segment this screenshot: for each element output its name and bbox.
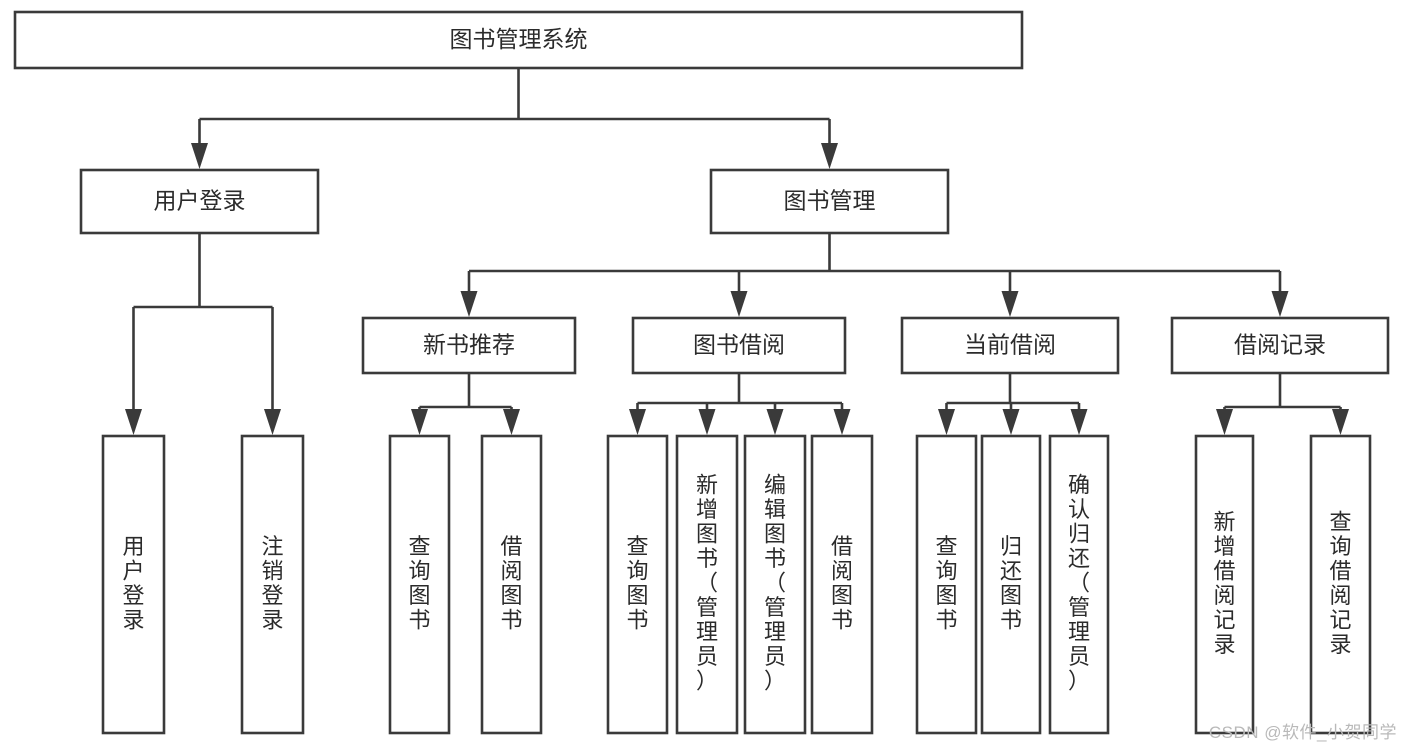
node-box[interactable] <box>631 316 847 375</box>
node-label: 编辑图书（管理员） <box>764 472 786 693</box>
node-label: 借阅图书 <box>831 534 853 633</box>
connector-layer <box>125 68 1349 435</box>
arrowhead-icon <box>503 409 520 435</box>
watermark-label: CSDN @软件_小贺同学 <box>1208 723 1397 742</box>
node-label: 新书推荐 <box>423 332 515 358</box>
arrowhead-icon <box>1216 409 1233 435</box>
node-book-manage[interactable]: 图书管理 <box>709 168 950 235</box>
arrowhead-icon <box>1271 291 1289 317</box>
node-box[interactable] <box>810 434 874 735</box>
node-new-book-recommend[interactable]: 新书推荐 <box>361 316 577 375</box>
node-layer: 图书管理系统用户登录图书管理新书推荐图书借阅当前借阅借阅记录用户登录注销登录查询… <box>13 10 1390 735</box>
node-leaf-query-record[interactable]: 查询借阅记录 <box>1309 434 1372 735</box>
arrowhead-icon <box>1332 409 1349 435</box>
node-label: 确认归还（管理员） <box>1068 472 1090 693</box>
node-label: 图书管理系统 <box>450 26 588 52</box>
arrowhead-icon <box>1002 409 1020 435</box>
node-box[interactable] <box>675 434 739 735</box>
arrowhead-icon <box>766 409 784 435</box>
arrowhead-icon <box>264 409 281 435</box>
node-box[interactable] <box>980 434 1042 735</box>
node-label: 查询借阅记录 <box>1329 509 1351 657</box>
arrowhead-icon <box>938 409 955 435</box>
arrowhead-icon <box>629 409 646 435</box>
node-box[interactable] <box>79 168 320 235</box>
node-root[interactable]: 图书管理系统 <box>13 10 1024 70</box>
node-box[interactable] <box>606 434 669 735</box>
node-leaf-borrow-book-1[interactable]: 借阅图书 <box>480 434 543 735</box>
node-label: 借阅图书 <box>500 534 522 633</box>
node-box[interactable] <box>480 434 543 735</box>
node-label: 查询图书 <box>626 534 648 633</box>
node-leaf-add-record[interactable]: 新增借阅记录 <box>1194 434 1255 735</box>
node-label: 归还图书 <box>1000 534 1022 633</box>
node-current-borrow[interactable]: 当前借阅 <box>900 316 1120 375</box>
node-box[interactable] <box>743 434 807 735</box>
node-leaf-edit-book[interactable]: 编辑图书（管理员） <box>743 434 807 735</box>
arrowhead-icon <box>730 291 748 317</box>
node-label: 图书管理 <box>784 188 876 214</box>
arrowhead-icon <box>1001 291 1019 317</box>
node-label: 当前借阅 <box>964 332 1056 358</box>
node-label: 查询图书 <box>408 534 430 633</box>
node-box[interactable] <box>915 434 978 735</box>
node-leaf-user-login[interactable]: 用户登录 <box>101 434 166 735</box>
node-label: 查询图书 <box>935 534 957 633</box>
node-label: 借阅记录 <box>1234 332 1326 358</box>
arrowhead-icon <box>191 143 208 169</box>
node-label: 注销登录 <box>261 534 283 633</box>
node-book-borrow[interactable]: 图书借阅 <box>631 316 847 375</box>
node-label: 图书借阅 <box>693 332 785 358</box>
node-box[interactable] <box>1048 434 1110 735</box>
node-leaf-query-book-1[interactable]: 查询图书 <box>388 434 451 735</box>
node-label: 用户登录 <box>154 188 246 214</box>
node-borrow-record[interactable]: 借阅记录 <box>1170 316 1390 375</box>
node-box[interactable] <box>388 434 451 735</box>
node-leaf-query-book-3[interactable]: 查询图书 <box>915 434 978 735</box>
arrowhead-icon <box>821 143 838 169</box>
node-leaf-confirm-return[interactable]: 确认归还（管理员） <box>1048 434 1110 735</box>
node-box[interactable] <box>13 10 1024 70</box>
arrowhead-icon <box>698 409 716 435</box>
node-label: 用户登录 <box>122 534 144 633</box>
node-box[interactable] <box>1194 434 1255 735</box>
node-leaf-borrow-book-2[interactable]: 借阅图书 <box>810 434 874 735</box>
node-leaf-return-book[interactable]: 归还图书 <box>980 434 1042 735</box>
node-box[interactable] <box>361 316 577 375</box>
node-box[interactable] <box>1309 434 1372 735</box>
node-leaf-user-logout[interactable]: 注销登录 <box>240 434 305 735</box>
node-box[interactable] <box>900 316 1120 375</box>
node-label: 新增借阅记录 <box>1213 509 1235 657</box>
node-box[interactable] <box>101 434 166 735</box>
node-box[interactable] <box>1170 316 1390 375</box>
arrowhead-icon <box>833 409 851 435</box>
node-leaf-add-book[interactable]: 新增图书（管理员） <box>675 434 739 735</box>
arrowhead-icon <box>125 409 142 435</box>
node-label: 新增图书（管理员） <box>696 472 718 693</box>
node-box[interactable] <box>709 168 950 235</box>
arrowhead-icon <box>460 291 478 317</box>
node-leaf-query-book-2[interactable]: 查询图书 <box>606 434 669 735</box>
node-box[interactable] <box>240 434 305 735</box>
arrowhead-icon <box>1070 409 1088 435</box>
node-user-login[interactable]: 用户登录 <box>79 168 320 235</box>
arrowhead-icon <box>411 409 428 435</box>
